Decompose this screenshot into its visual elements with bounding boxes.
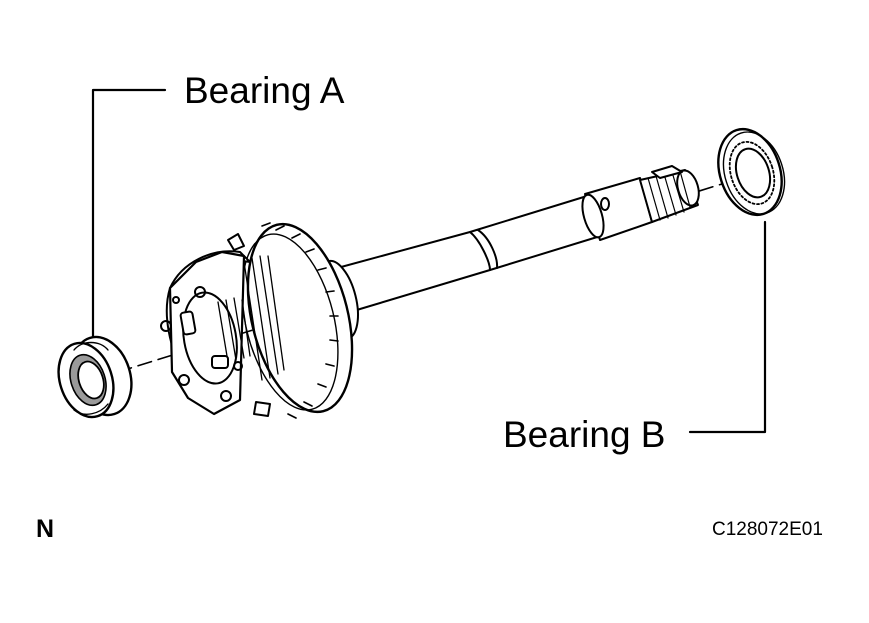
bearing-a — [57, 335, 133, 419]
shaft — [329, 165, 700, 313]
bearing-b — [717, 127, 786, 217]
leader-line-a — [91, 88, 167, 342]
figure-code: C128072E01 — [712, 519, 823, 540]
bearing-a-label: Bearing A — [184, 70, 345, 111]
figure-marker: N — [36, 515, 55, 543]
carrier-drum — [160, 222, 359, 419]
leader-line-b — [688, 220, 767, 434]
bearing-b-label: Bearing B — [503, 414, 666, 455]
